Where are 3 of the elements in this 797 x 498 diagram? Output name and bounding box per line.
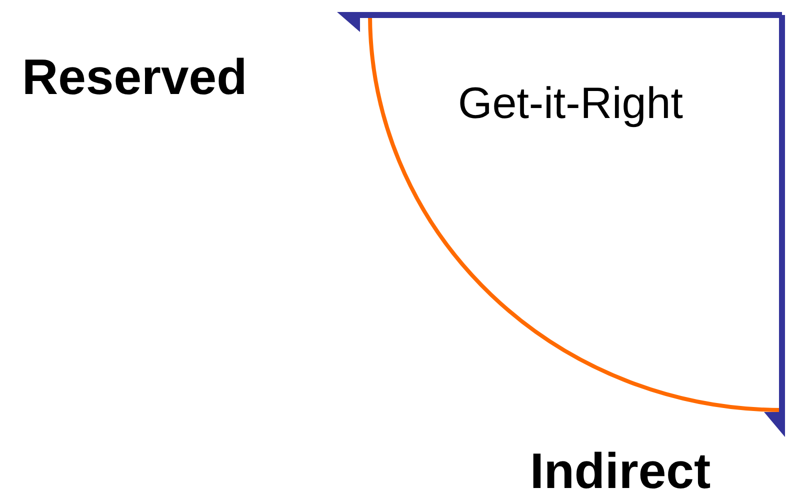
region-label: Get-it-Right bbox=[458, 82, 683, 126]
axis-label: Reserved bbox=[22, 52, 248, 102]
axis-label: Indirect bbox=[530, 446, 711, 496]
